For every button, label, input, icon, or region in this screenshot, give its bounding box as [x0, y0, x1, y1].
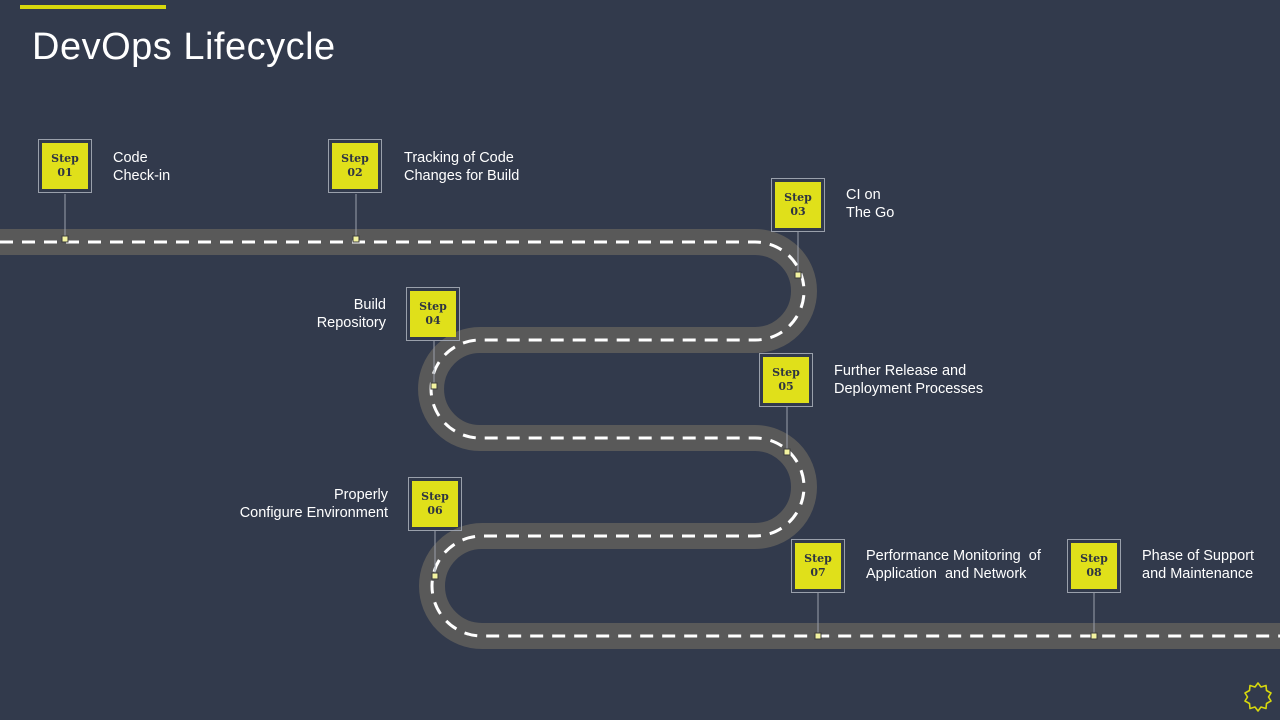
label-line: Code: [113, 150, 148, 166]
label-line: Configure Environment: [239, 505, 388, 521]
label-line: Tracking of Code: [404, 150, 514, 166]
step-number: 08: [1086, 566, 1102, 579]
gear-icon: [1244, 682, 1272, 712]
step-number: 05: [778, 380, 794, 393]
label-line: CI on: [846, 187, 881, 203]
step-word: Step: [421, 490, 449, 503]
sign-post-markers: [61, 235, 1098, 640]
step-07-label: Performance Monitoring of Application an…: [866, 547, 1041, 583]
step-06-label: Properly Configure Environment: [240, 486, 388, 522]
step-number: 01: [57, 166, 73, 179]
step-number: 02: [347, 166, 363, 179]
step-number: 04: [425, 314, 441, 327]
road-center-dashes: [0, 240, 1280, 638]
step-01-label: Code Check-in: [113, 149, 170, 185]
step-word: Step: [419, 300, 447, 313]
step-05-label: Further Release and Deployment Processes: [834, 362, 983, 398]
step-word: Step: [804, 552, 832, 565]
step-word: Step: [341, 152, 369, 165]
step-word: Step: [772, 366, 800, 379]
label-line: Application and Network: [866, 566, 1027, 582]
step-word: Step: [784, 191, 812, 204]
label-line: Check-in: [113, 168, 171, 184]
step-03-label: CI on The Go: [846, 186, 894, 222]
step-02-label: Tracking of Code Changes for Build: [404, 149, 519, 185]
label-line: Phase of Support: [1142, 548, 1255, 564]
label-line: Further Release and: [834, 363, 967, 379]
label-line: and Maintenance: [1142, 566, 1254, 582]
step-word: Step: [51, 152, 79, 165]
label-line: Deployment Processes: [834, 381, 984, 397]
page-title: DevOps Lifecycle: [32, 26, 336, 68]
step-number: 03: [790, 205, 806, 218]
step-number: 06: [427, 504, 443, 517]
label-line: Repository: [316, 315, 386, 331]
label-line: Changes for Build: [404, 168, 520, 184]
sign-posts: [64, 194, 1095, 634]
step-word: Step: [1080, 552, 1108, 565]
label-line: Properly: [334, 487, 388, 503]
step-04-label: Build Repository: [317, 296, 386, 332]
label-line: Build: [353, 297, 386, 313]
step-08-label: Phase of Support and Maintenance: [1142, 547, 1254, 583]
label-line: The Go: [846, 205, 895, 221]
step-number: 07: [810, 566, 826, 579]
accent-bar: [20, 5, 166, 9]
label-line: Performance Monitoring of: [866, 548, 1041, 564]
